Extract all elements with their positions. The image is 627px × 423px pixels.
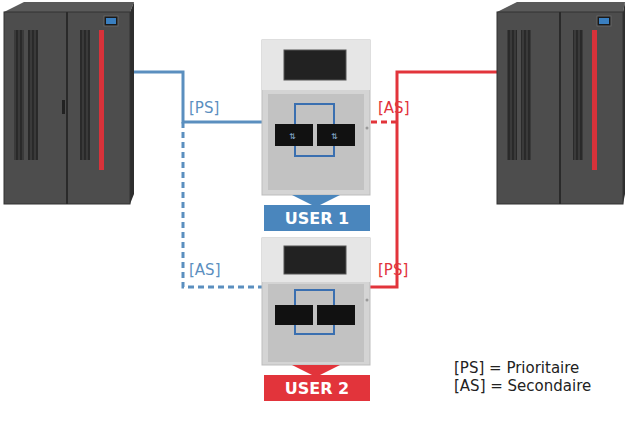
svg-text:⇅: ⇅ <box>331 132 338 141</box>
legend-note: [AS] = Secondaire <box>454 378 591 395</box>
legend-note: [PS] = Prioritaire <box>454 360 579 377</box>
user-label: USER 2 <box>285 379 349 398</box>
user-label: USER 1 <box>285 209 349 228</box>
wire-tag: [PS] <box>189 100 219 117</box>
wire-tag: [PS] <box>378 262 408 279</box>
transfer-switch <box>262 238 370 377</box>
priority-wire <box>370 72 497 287</box>
ups-cabinet <box>4 2 134 204</box>
wire-tag: [AS] <box>189 262 221 279</box>
wire-tag: [AS] <box>378 100 410 117</box>
secondary-wire <box>370 121 397 124</box>
user-banner: USER 2 <box>264 375 370 401</box>
priority-wire <box>130 72 262 122</box>
transfer-switch: ⇅ ⇅ <box>262 40 370 207</box>
secondary-wire <box>183 122 262 287</box>
user-banner: USER 1 <box>264 205 370 231</box>
ups-cabinet <box>497 2 625 204</box>
svg-text:⇅: ⇅ <box>289 132 296 141</box>
